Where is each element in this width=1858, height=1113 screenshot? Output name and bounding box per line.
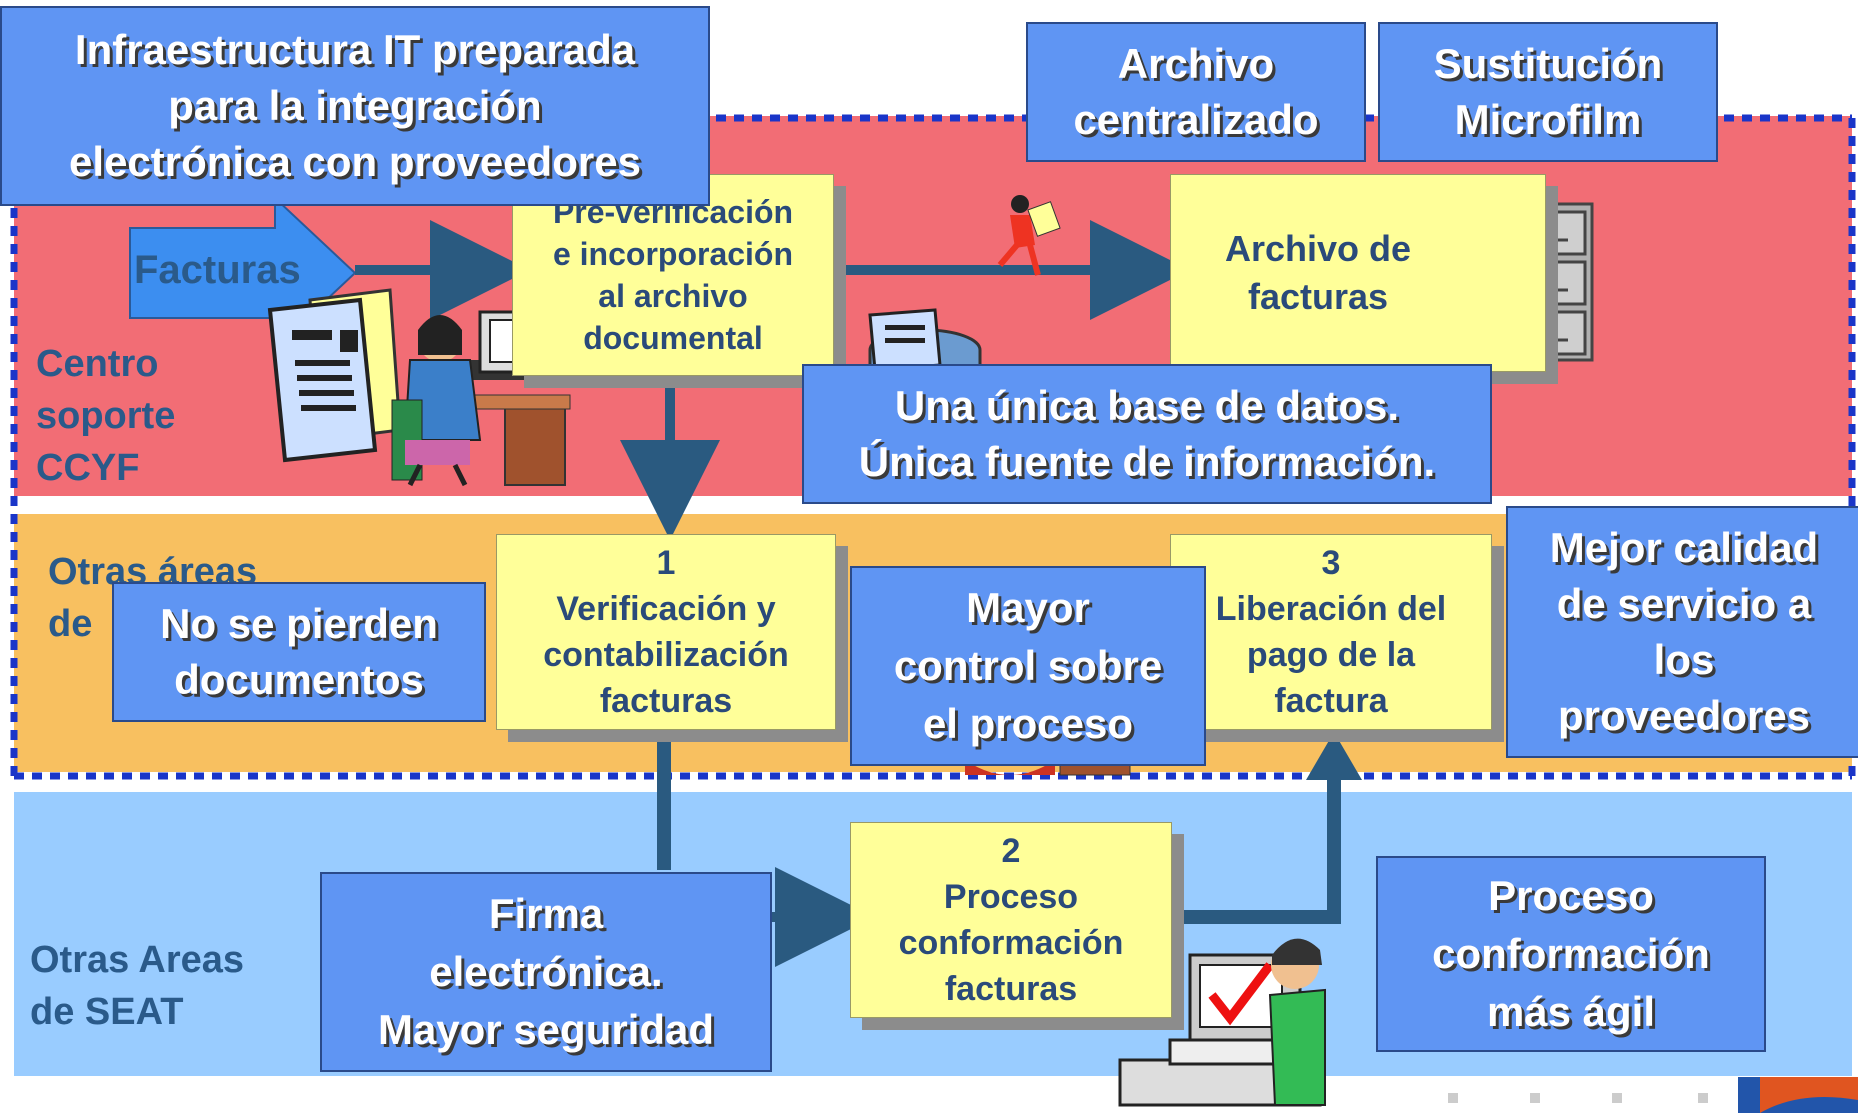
step-archivo-facturas: Archivo de facturas	[1170, 174, 1546, 372]
area-label-seat: Otras Areas de SEAT	[30, 939, 245, 1033]
callout-base-datos: Una única base de datos. Única fuente de…	[802, 364, 1492, 504]
documents-icon	[267, 288, 402, 463]
arrow-head-step3	[1306, 732, 1362, 780]
step-2-label: Proceso conformación facturas	[898, 878, 1124, 1008]
arrow-step2-to-step3	[1170, 775, 1341, 924]
callout-no-se-pierden: No se pierden documentos	[112, 582, 486, 722]
callout-infraestructura: Infraestructura IT preparada para la int…	[0, 6, 710, 206]
step-2-conformacion: 2 Proceso conformación facturas	[850, 822, 1172, 1018]
computer-approval-icon	[1118, 938, 1326, 1107]
callout-mayor-control: Mayor control sobre el proceso	[850, 566, 1206, 766]
step-3-liberacion: 3 Liberación del pago de la factura	[1170, 534, 1492, 730]
step-3-label: Liberación del pago de la factura	[1215, 590, 1447, 720]
office-worker-icon	[391, 310, 571, 487]
step-3-number: 3	[1321, 544, 1341, 582]
callout-proceso-agil: Proceso conformación más ágil	[1376, 856, 1766, 1052]
callout-firma-electronica: Firma electrónica. Mayor seguridad	[320, 872, 772, 1072]
courier-running-icon	[997, 195, 1061, 276]
callout-mejor-calidad: Mejor calidad de servicio a los proveedo…	[1506, 506, 1858, 758]
logo-fragment-icon	[1738, 1077, 1858, 1113]
step-1-number: 1	[656, 544, 676, 582]
step-1-label: Verificación y contabilización facturas	[543, 590, 789, 720]
area-label-centro: Centro soporte CCYF	[36, 343, 176, 489]
callout-sustitucion-microfilm: Sustitución Microfilm	[1378, 22, 1718, 162]
step-2-number: 2	[1001, 832, 1021, 870]
step-1-verificacion: 1 Verificación y contabilización factura…	[496, 534, 836, 730]
facturas-label: Facturas	[134, 248, 301, 292]
callout-archivo-centralizado: Archivo centralizado	[1026, 22, 1366, 162]
